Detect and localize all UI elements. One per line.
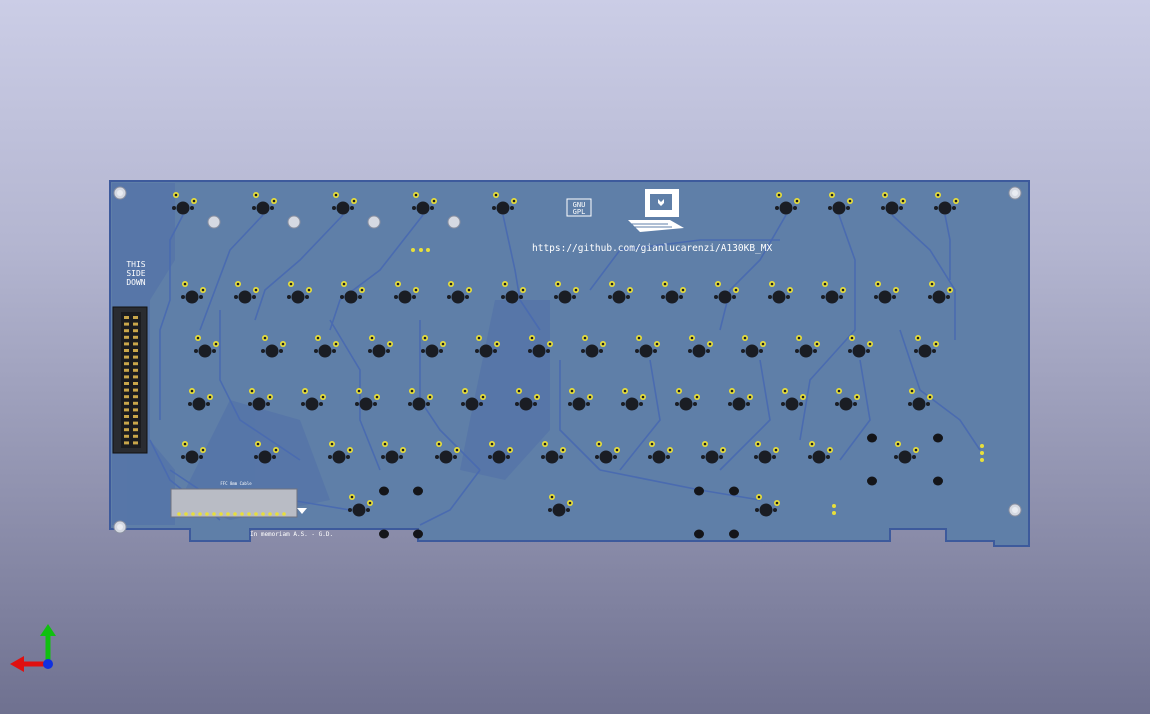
key-switch-footprint: [488, 441, 513, 464]
key-switch-footprint: [394, 281, 419, 304]
key-switch-footprint: [775, 192, 800, 215]
key-switch-footprint: [554, 281, 579, 304]
key-switch-footprint: [934, 192, 959, 215]
key-switch-footprint: [541, 441, 566, 464]
key-switch-footprint: [821, 281, 846, 304]
memoriam-text: In memoriam A.S. - G.D.: [250, 531, 333, 538]
key-switch-footprint: [781, 388, 806, 411]
key-switch-footprint: [287, 281, 312, 304]
key-switch-footprint: [548, 494, 573, 517]
computer-logo-icon: [628, 189, 684, 232]
side-label-line-2: SIDE: [126, 269, 145, 278]
key-switch-footprint: [768, 281, 793, 304]
key-switch-footprint: [688, 335, 713, 358]
key-switch-footprint: [501, 281, 526, 304]
key-switch-footprint: [252, 192, 277, 215]
key-switch-footprint: [368, 335, 393, 358]
key-switch-footprint: [188, 388, 213, 411]
key-switch-footprint: [528, 335, 553, 358]
repo-url-text: https://github.com/gianlucarenzi/A130KB_…: [532, 243, 772, 254]
key-switch-footprint: [874, 281, 899, 304]
key-switch-footprint: [828, 192, 853, 215]
key-switch-footprint: [314, 335, 339, 358]
key-switch-footprint: [254, 441, 279, 464]
side-label-line-1: THIS: [126, 260, 145, 269]
key-switch-footprint: [381, 441, 406, 464]
key-switch-footprint: [355, 388, 380, 411]
key-switch-footprint: [608, 281, 633, 304]
cable-label: FFC 8mm Cable: [220, 481, 252, 486]
key-switch-footprint: [661, 281, 686, 304]
axis-orientation-icon[interactable]: [8, 622, 68, 682]
stabilizer-holes: [379, 433, 943, 539]
key-switch-footprint: [714, 281, 739, 304]
key-switch-footprint: [447, 281, 472, 304]
key-switch-footprint: [914, 335, 939, 358]
license-line-1: GNU: [573, 201, 586, 209]
key-switch-footprint: [340, 281, 365, 304]
idc-connector-j1: [112, 306, 148, 454]
key-switch-footprint: [194, 335, 219, 358]
key-switch-footprint: [248, 388, 273, 411]
key-switch-footprint: [475, 335, 500, 358]
key-switch-footprint: [412, 192, 437, 215]
key-switch-footprint: [332, 192, 357, 215]
key-switch-footprint: [261, 335, 286, 358]
key-switch-footprint: [635, 335, 660, 358]
key-switch-footprint: [754, 441, 779, 464]
key-switch-footprint: [435, 441, 460, 464]
key-switch-footprint: [848, 335, 873, 358]
key-switch-footprint: [648, 441, 673, 464]
key-switch-footprint: [348, 494, 373, 517]
key-switch-footprint: [172, 192, 197, 215]
key-switch-footprint: [881, 192, 906, 215]
key-switch-footprint: [234, 281, 259, 304]
key-switch-footprint: [728, 388, 753, 411]
key-switch-footprint: [181, 281, 206, 304]
key-switch-footprint: [621, 388, 646, 411]
key-switch-footprint: [595, 441, 620, 464]
key-switch-footprint: [908, 388, 933, 411]
key-switch-footprints: [172, 192, 959, 517]
key-switch-footprint: [755, 494, 780, 517]
key-switch-footprint: [421, 335, 446, 358]
key-switch-footprint: [181, 441, 206, 464]
key-switch-footprint: [568, 388, 593, 411]
small-components: [411, 248, 984, 515]
key-switch-footprint: [301, 388, 326, 411]
key-switch-footprint: [461, 388, 486, 411]
key-switch-footprint: [492, 192, 517, 215]
license-line-2: GPL: [573, 208, 586, 216]
gnu-gpl-badge: GNU GPL: [566, 198, 592, 217]
key-switch-footprint: [741, 335, 766, 358]
ffc-connector-j2: FFC 8mm Cable: [170, 481, 307, 518]
key-switch-footprint: [515, 388, 540, 411]
key-switch-footprint: [675, 388, 700, 411]
key-switch-footprint: [894, 441, 919, 464]
key-switch-footprint: [795, 335, 820, 358]
key-switch-footprint: [581, 335, 606, 358]
key-switch-footprint: [928, 281, 953, 304]
key-switch-footprint: [408, 388, 433, 411]
key-switch-footprint: [835, 388, 860, 411]
key-switch-footprint: [701, 441, 726, 464]
side-label-line-3: DOWN: [126, 278, 145, 287]
mounting-holes: [113, 186, 1022, 534]
key-switch-footprint: [808, 441, 833, 464]
key-switch-footprint: [328, 441, 353, 464]
